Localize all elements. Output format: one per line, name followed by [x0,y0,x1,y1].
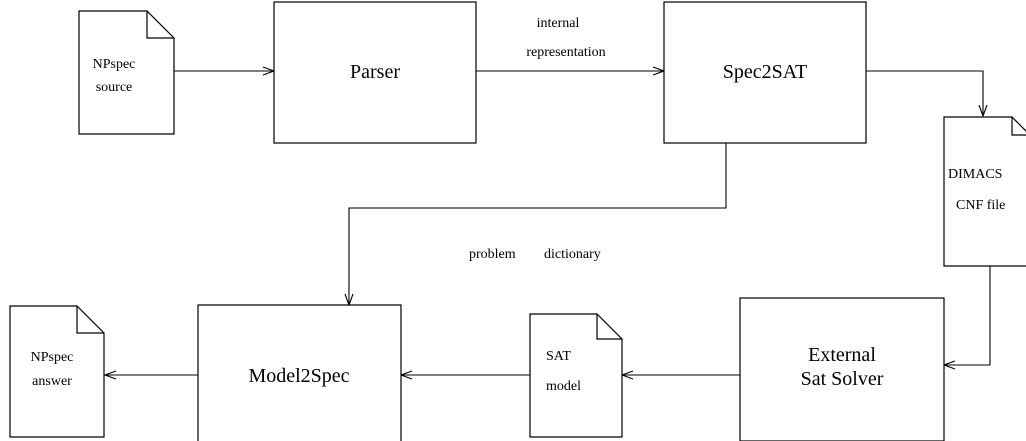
box-model2spec: Model2Spec [197,304,402,441]
dimacs-line2: CNF file [956,198,1005,213]
npspec-source-line2: source [96,80,133,95]
spec2sat-label: Spec2SAT [723,61,807,83]
doc-npspec-source: NPspec source [78,10,175,135]
sat-model-line2: model [546,379,581,394]
solver-line2: Sat Solver [801,368,884,390]
npspec-answer-line1: NPspec [31,350,74,365]
doc-dimacs-cnf: DIMACS CNF file [943,116,1026,267]
arrowhead-dimacs [978,104,988,118]
doc-sat-model: SAT model [529,313,623,438]
npspec-answer-line2: answer [32,374,72,389]
arrow-dimacs-to-solver [944,266,991,366]
dimacs-line1: DIMACS [948,167,1002,182]
npspec-source-line1: NPspec [93,57,136,72]
doc-npspec-answer: NPspec answer [9,305,105,438]
parser-label: Parser [350,61,400,83]
edge-label-internal-representation: internal representation [526,16,605,60]
connectors [103,66,991,380]
edge-label-problem: problem [469,247,516,262]
box-parser: Parser [273,1,477,144]
arrowhead-answer [103,370,117,380]
sat-model-line1: SAT [546,349,571,364]
edge-label-problem-dictionary: problem dictionary [469,247,601,262]
box-external-solver: External Sat Solver [739,297,945,441]
model2spec-label: Model2Spec [248,365,349,387]
edge-label-representation: representation [526,45,605,60]
box-spec2sat: Spec2SAT [663,1,867,144]
solver-line1: External [808,344,876,366]
arrow-spec2sat-to-model2spec [348,143,727,305]
arrow-spec2sat-to-dimacs [866,70,984,116]
edge-label-dictionary: dictionary [544,247,601,262]
edge-label-internal: internal [537,16,580,31]
